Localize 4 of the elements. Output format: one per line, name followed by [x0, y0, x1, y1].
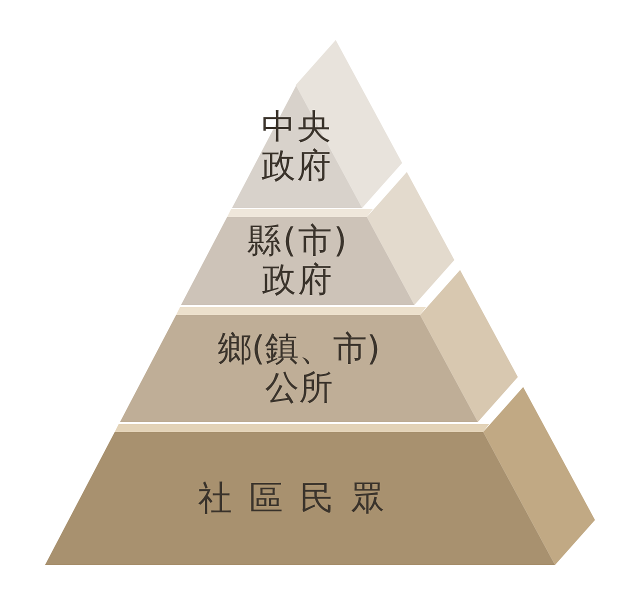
tier-label: 鄉(鎮、市)公所 [216, 329, 382, 408]
tier-label: 縣(市)政府 [246, 222, 350, 300]
tier-label: 中央政府 [260, 107, 334, 186]
tier-label: 社區民眾 [198, 478, 402, 518]
